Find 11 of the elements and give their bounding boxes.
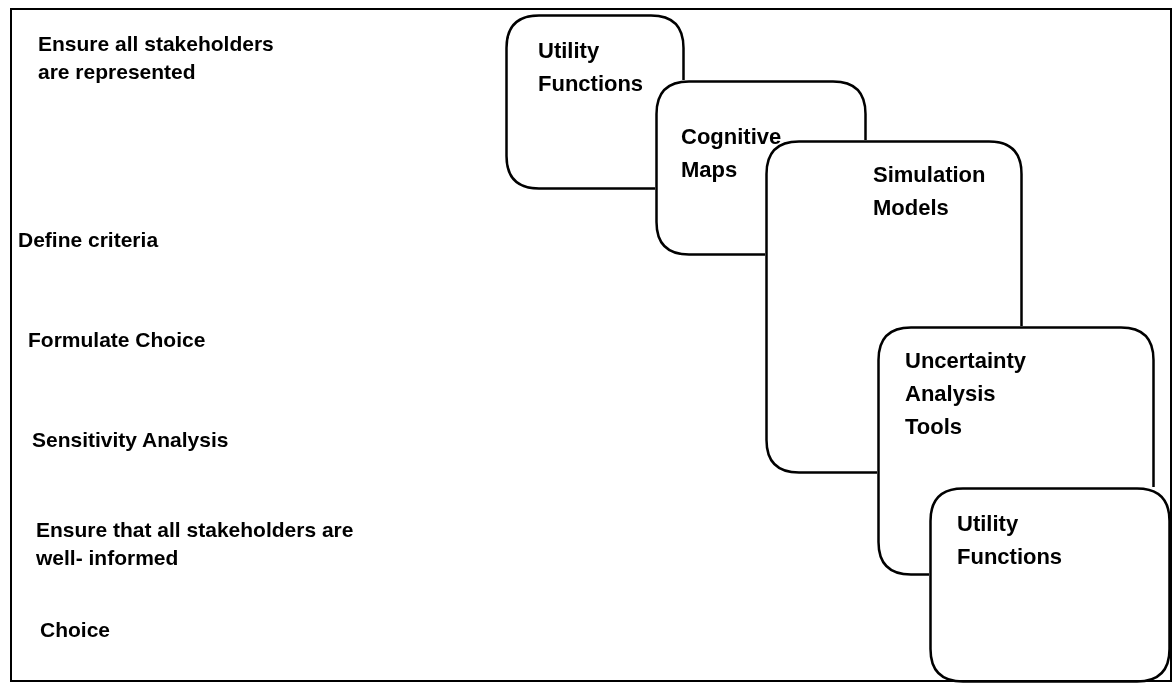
step-text: Define criteria <box>18 227 160 253</box>
box-label: Utility Functions <box>538 37 644 98</box>
step-text: Ensure all stakeholders are represented <box>38 31 275 85</box>
box-label: Cognitive Maps <box>681 123 782 184</box>
box-label: Simulation Models <box>873 161 986 222</box>
box-label: Utility Functions <box>957 510 1063 571</box>
step-text: Sensitivity Analysis <box>32 427 230 453</box>
step-text: Choice <box>40 617 111 643</box>
box-label: Uncertainty Analysis Tools <box>905 347 1027 441</box>
step-text: Formulate Choice <box>28 327 207 353</box>
step-text: Ensure that all stakeholders are well- informed <box>36 517 355 571</box>
